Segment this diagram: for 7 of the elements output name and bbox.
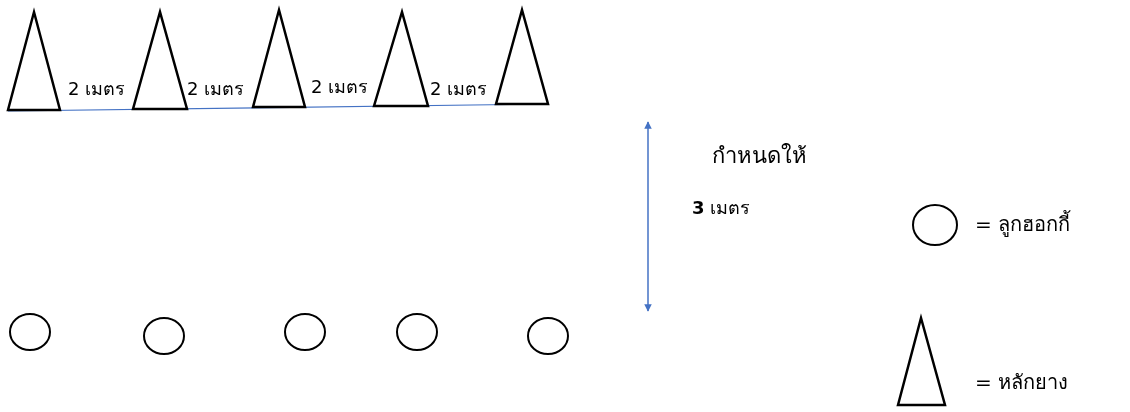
distance-label: 2 เมตร [187,80,245,98]
distance-label: 2 เมตร [430,80,488,98]
legend-label: = หลักยาง [975,372,1069,392]
distance-label: 2 เมตร [68,80,126,98]
distance-label: 2 เมตร [311,78,369,96]
distance-label: 3 เมตร [692,199,751,217]
note-text: กำหนดให้ [712,145,807,167]
